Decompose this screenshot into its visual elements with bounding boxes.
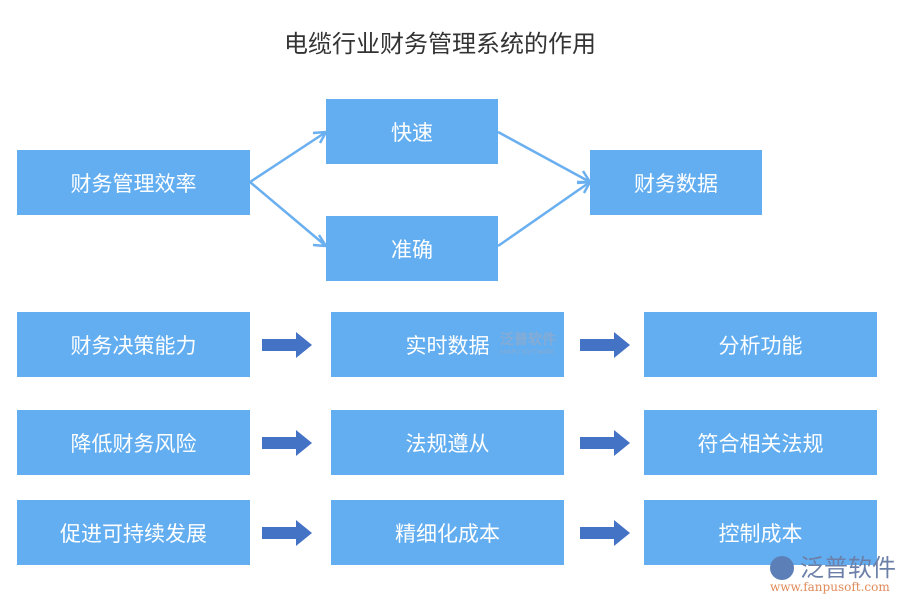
arrow-right-icon (580, 520, 630, 546)
logo-mark-icon (770, 556, 794, 580)
row2-col1: 降低财务风险 (17, 410, 250, 475)
arrow-right-icon (580, 332, 630, 358)
row1-col1: 财务决策能力 (17, 312, 250, 377)
arrow-right-icon (262, 430, 312, 456)
diagram-title: 电缆行业财务管理系统的作用 (284, 30, 596, 58)
arrow-right-icon (580, 430, 630, 456)
arrow-right-icon (262, 332, 312, 358)
row2-col2: 法规遵从 (331, 410, 564, 475)
arrow-right-icon (262, 520, 312, 546)
connector-to-lower (249, 181, 328, 248)
row1-col2: 实时数据 (331, 312, 564, 377)
row1-col3: 分析功能 (644, 312, 877, 377)
row2-col3: 符合相关法规 (644, 410, 877, 475)
connector-upper-to-target (497, 130, 592, 185)
row3-col2: 精细化成本 (331, 500, 564, 565)
row3-col3: 控制成本 (644, 500, 877, 565)
row3-col1: 促进可持续发展 (17, 500, 250, 565)
box-source: 财务管理效率 (17, 150, 250, 215)
connector-lower-to-target (497, 180, 592, 248)
box-target: 财务数据 (590, 150, 762, 215)
box-lower: 准确 (326, 216, 498, 281)
brand-logo: 泛普软件 www.fanpusoft.com (770, 554, 896, 594)
box-upper: 快速 (326, 99, 498, 164)
connector-to-upper (249, 130, 328, 184)
